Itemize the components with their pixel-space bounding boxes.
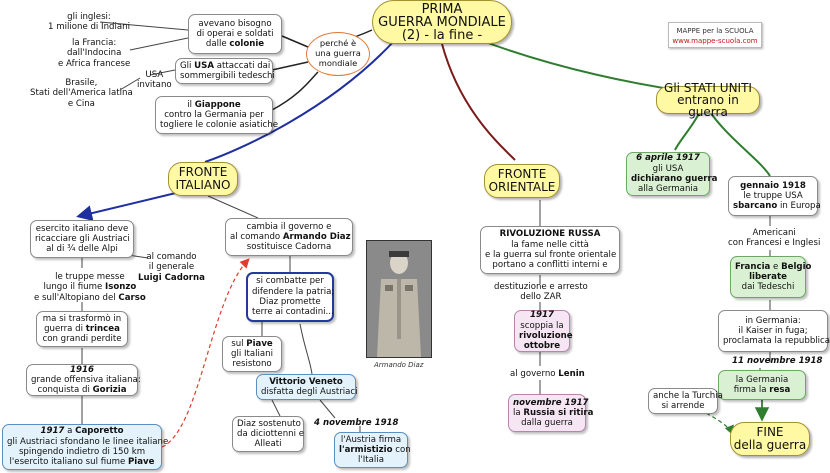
branch-orientale bbox=[441, 43, 516, 161]
soldier-silhouette-icon bbox=[367, 241, 431, 357]
title-line-3: (2) - la fine - bbox=[401, 27, 483, 43]
usa-sommergibili-box: Gli USA attaccati dai sommergibili tedes… bbox=[175, 58, 275, 84]
title-line-1: PRIMA bbox=[421, 1, 463, 17]
photo-caption: Armando Diaz bbox=[374, 361, 424, 369]
nov-1918-text: 4 novembre 1918 bbox=[314, 418, 399, 428]
germania-box: in Germania:il Kaiser in fuga;proclamata… bbox=[718, 310, 830, 352]
trincea-box: ma si trasformò in guerra di trincea con… bbox=[36, 311, 128, 347]
nov-11-1918-text: 11 novembre 1918 bbox=[732, 356, 823, 366]
cambia-box: cambia il governo e al comando Armando D… bbox=[225, 218, 353, 256]
armistizio-box: l'Austria firma l'armistizio con l'Itali… bbox=[334, 432, 411, 468]
inglesi-text: gli inglesi:1 milione di Indiani bbox=[48, 12, 130, 33]
germania-resa-box: la Germania firma la resa bbox=[718, 370, 806, 400]
branch-italiano bbox=[204, 39, 396, 163]
diaz-photo bbox=[366, 240, 432, 358]
brand-name: MAPPE per la SCUOLA bbox=[676, 27, 754, 35]
main-title: PRIMA GUERRA MONDIALE (2) - la fine - bbox=[372, 0, 512, 44]
brand-url[interactable]: www.mappe-scuola.com bbox=[672, 37, 758, 45]
title-line-2: GUERRA MONDIALE bbox=[378, 14, 506, 30]
lenin-text: al governo Lenin bbox=[510, 369, 585, 379]
russia-ritira-box: novembre 1917 la Russia si ritira dalla … bbox=[508, 394, 593, 432]
truppe-text: le truppe messe lungo il fiume Isonzo e … bbox=[34, 272, 146, 303]
caporetto-box: 1917 a Caporetto gli Austriaci sfondano … bbox=[2, 424, 168, 470]
brand-logo[interactable]: MAPPE per la SCUOLA www.mappe-scuola.com bbox=[668, 22, 762, 48]
